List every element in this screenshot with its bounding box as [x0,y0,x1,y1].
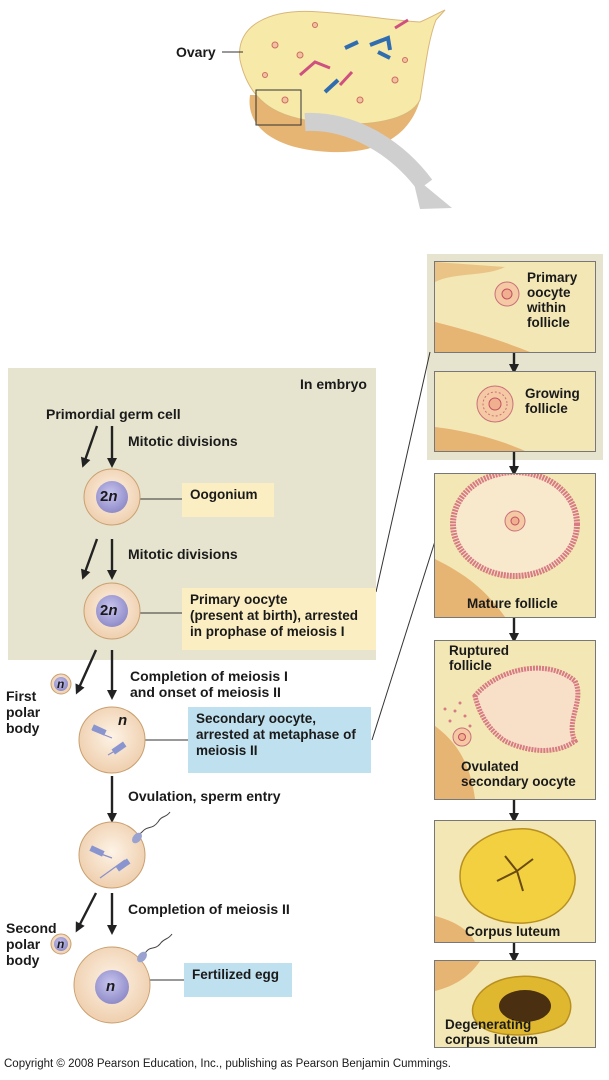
connector-lines [371,351,437,741]
ploidy-label-first-polar: n [57,677,65,691]
primary-oocyte-line-3: in prophase of meiosis I [190,624,345,639]
panel-mature-follicle: Mature follicle [434,473,596,618]
ovary-label: Ovary [176,44,216,60]
panel-corpus-luteum: Corpus luteum [434,820,596,943]
mitotic-divisions-label-1: Mitotic divisions [128,433,238,449]
secondary-oocyte-line-3: meiosis II [196,743,258,758]
mitotic-divisions-label-2: Mitotic divisions [128,546,238,562]
primary-oocyte-line-2: (present at birth), arrested [190,608,359,623]
secondary-oocyte-line-2: arrested at metaphase of [196,727,356,742]
ploidy-label-1: 2n [100,488,118,505]
ovulation-label: Ovulation, sperm entry [128,788,281,804]
embryo-label: In embryo [300,376,367,392]
fertilized-egg-box: Fertilized egg [184,963,292,997]
primary-oocyte-box: Primary oocyte (present at birth), arres… [182,588,376,650]
cells [50,468,173,1024]
secondary-oocyte-box: Secondary oocyte, arrested at metaphase … [188,707,371,773]
primary-oocyte-line-1: Primary oocyte [190,592,288,607]
ploidy-label-secondary: n [118,712,128,729]
ploidy-label-2: 2n [100,602,118,619]
ploidy-label-fertilized: n [106,978,116,995]
flow-arrows [75,425,117,935]
zoom-arrow [304,112,452,209]
copyright-text: Copyright © 2008 Pearson Education, Inc.… [4,1058,451,1070]
fertilized-egg-label: Fertilized egg [192,967,280,982]
ploidy-label-second-polar: n [57,937,65,951]
completion-meiosis-2-label: Completion of meiosis II [128,901,290,917]
secondary-oocyte-line-1: Secondary oocyte, [196,711,317,726]
primordial-germ-cell-label: Primordial germ cell [46,406,181,422]
oogonium-label: Oogonium [190,487,258,502]
oogonium-box: Oogonium [182,483,274,517]
